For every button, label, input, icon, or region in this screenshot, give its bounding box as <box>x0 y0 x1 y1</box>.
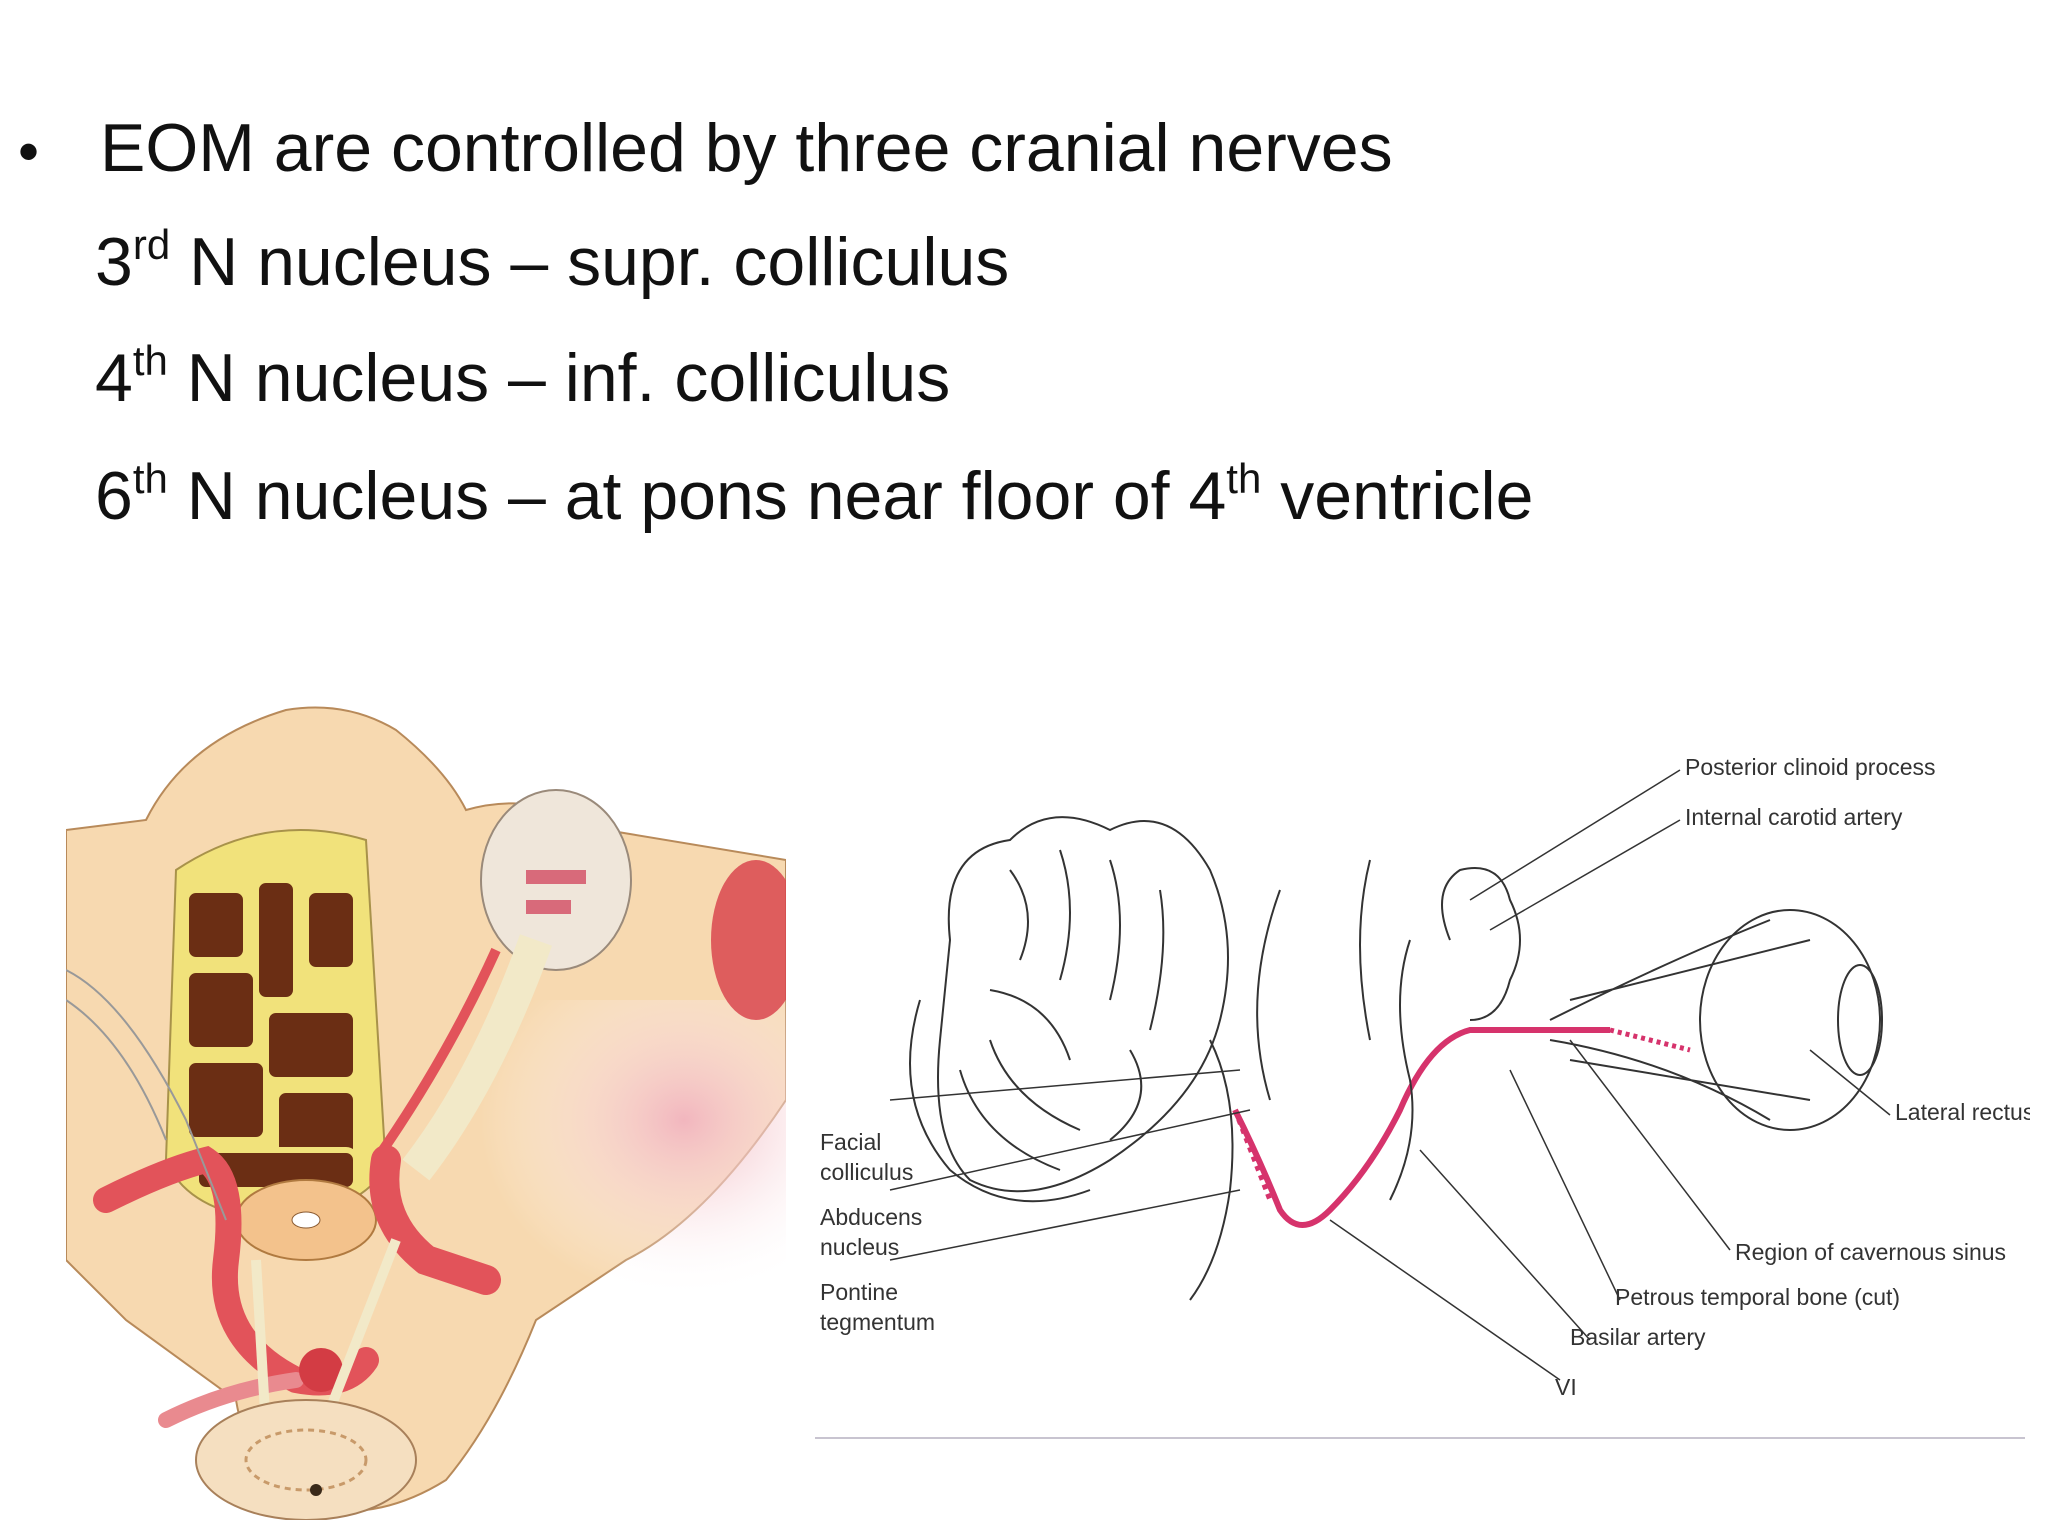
brainstem-orbit-illustration <box>66 706 786 1520</box>
line-fourth-sup: th <box>132 337 168 384</box>
label-vi-nerve: VI <box>1555 1374 1577 1400</box>
label-pontine-line1: Pontine <box>820 1279 898 1305</box>
label-basilar-artery: Basilar artery <box>1570 1324 1706 1350</box>
line-third-num: 3 <box>95 224 133 300</box>
bullet-line-eom: EOM are controlled by three cranial nerv… <box>100 110 1393 186</box>
line-sixth-nerve: 6th N nucleus – at pons near floor of 4t… <box>95 456 1533 536</box>
label-internal-carotid: Internal carotid artery <box>1685 804 1903 830</box>
abducens-nerve-course-diagram: Posterior clinoid process Internal carot… <box>815 754 2030 1439</box>
line-sixth-text: N nucleus – at pons near floor of 4 <box>167 458 1227 534</box>
line-fourth-num: 4 <box>95 340 133 416</box>
label-abducens-line2: nucleus <box>820 1234 899 1260</box>
line-sixth-sup2: th <box>1226 455 1262 502</box>
line-third-sup: rd <box>132 221 171 268</box>
label-pontine-line2: tegmentum <box>820 1309 935 1335</box>
line-sixth-sup: th <box>132 455 168 502</box>
label-petrous-bone: Petrous temporal bone (cut) <box>1615 1284 1900 1310</box>
label-abducens-line1: Abducens <box>820 1204 922 1230</box>
line-fourth-text: N nucleus – inf. colliculus <box>167 340 951 416</box>
line-sixth-num: 6 <box>95 458 133 534</box>
line-third-nerve: 3rd N nucleus – supr. colliculus <box>95 222 1009 302</box>
label-posterior-clinoid: Posterior clinoid process <box>1685 754 1936 780</box>
label-facial-line1: Facial <box>820 1129 881 1155</box>
line-third-text: N nucleus – supr. colliculus <box>170 224 1010 300</box>
bullet-marker: • <box>18 118 40 185</box>
label-lateral-rectus: Lateral rectus <box>1895 1099 2030 1125</box>
label-facial-line2: colliculus <box>820 1159 913 1185</box>
slide-text-block: • EOM are controlled by three cranial ne… <box>0 0 2048 560</box>
line-sixth-text2: ventricle <box>1261 458 1534 534</box>
label-cavernous-sinus: Region of cavernous sinus <box>1735 1239 2006 1265</box>
line-fourth-nerve: 4th N nucleus – inf. colliculus <box>95 338 950 418</box>
